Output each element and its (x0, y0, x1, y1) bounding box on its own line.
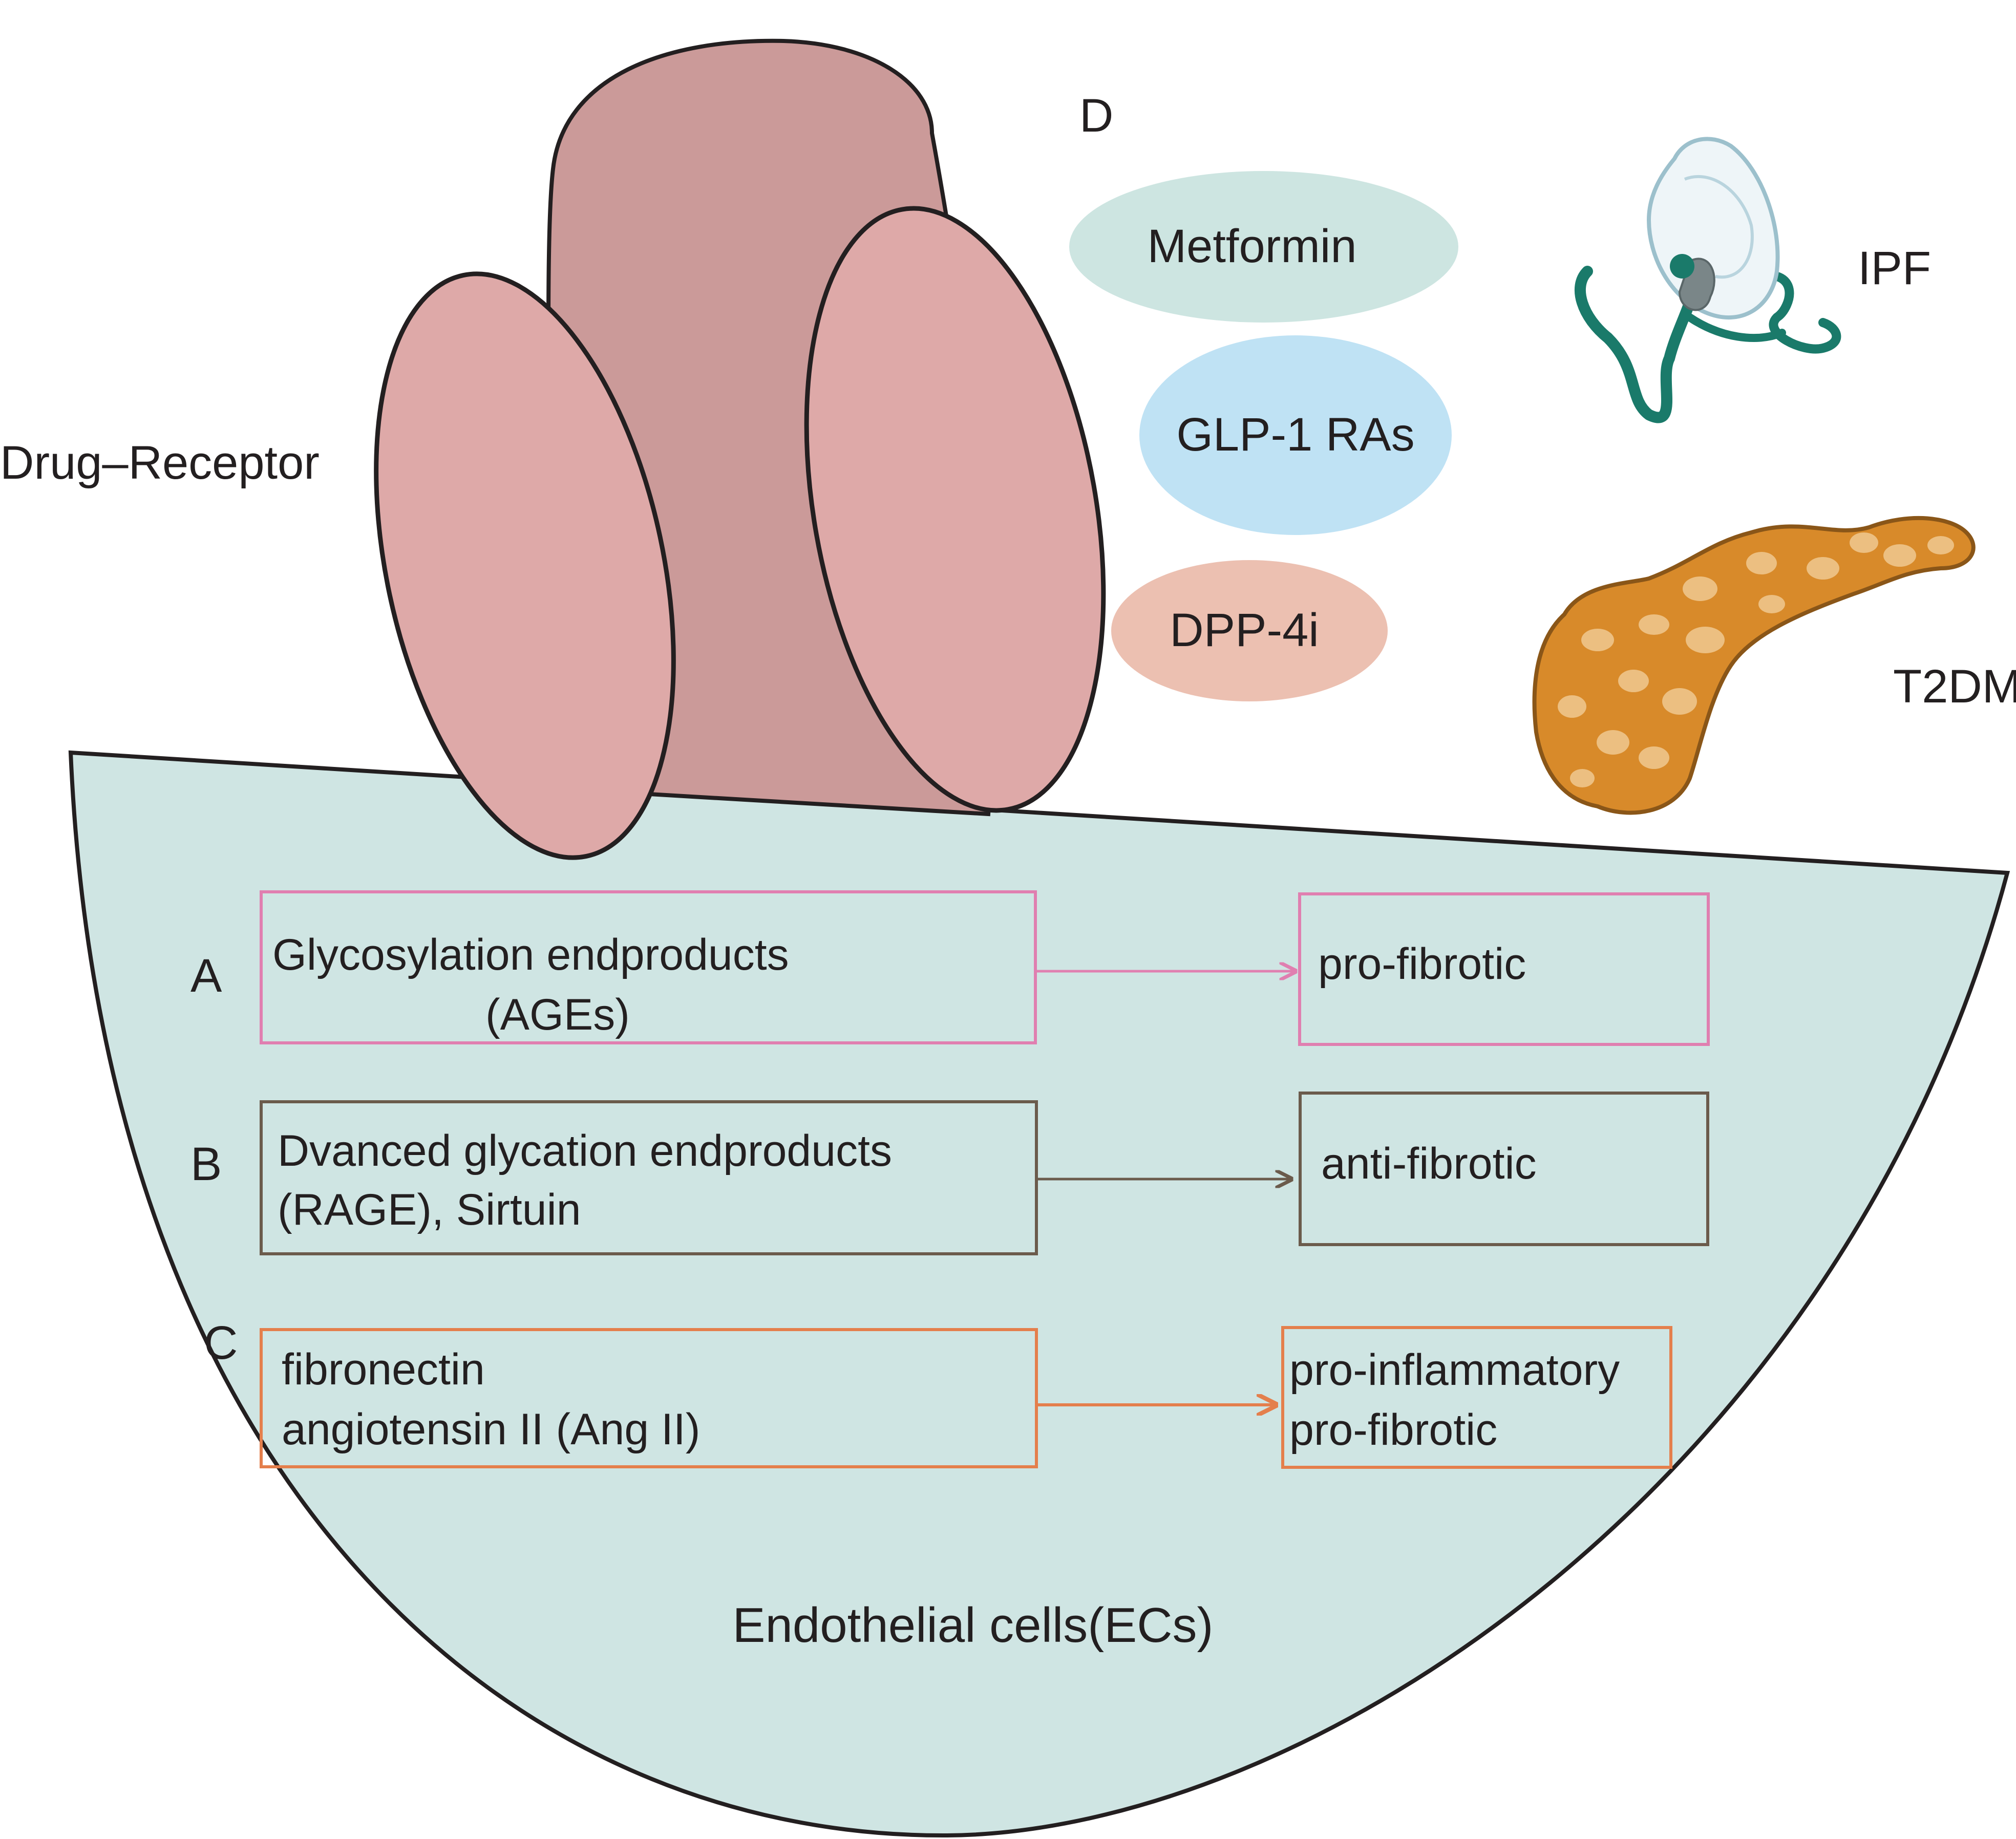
glp1-ellipse (1139, 335, 1452, 535)
endothelial-cells-label: Endothelial cells(ECs) (732, 1598, 1213, 1653)
receptor-left-lobe (374, 271, 676, 860)
row-b-effect-box (1299, 1092, 1709, 1246)
mask-connector (1670, 254, 1694, 279)
row-letter-c: C (204, 1317, 238, 1369)
drug-list: Metformin GLP-1 RAs DPP-4i (1069, 171, 1458, 701)
row-a-source-line-2: (AGEs) (485, 990, 630, 1039)
pancreas-body (1532, 516, 1976, 815)
mask-tube (1575, 266, 1695, 423)
row-b: B Dvanced glycation endproducts (RAGE), … (190, 1092, 1709, 1255)
row-c-effect-line-1: pro-inflammatory (1289, 1345, 1620, 1395)
row-a: A Glycosylation endproducts (AGEs) pro-f… (190, 890, 1710, 1046)
row-a-source-box (260, 890, 1037, 1044)
metformin-ellipse (1069, 171, 1458, 323)
row-c-source-box (260, 1328, 1038, 1468)
dpp4i-label: DPP-4i (1170, 604, 1319, 656)
drug-receptor (374, 38, 1106, 860)
metformin-label: Metformin (1148, 220, 1357, 272)
row-b-source-line-1: Dvanced glycation endproducts (278, 1126, 892, 1175)
row-b-effect-line-1: anti-fibrotic (1321, 1139, 1537, 1188)
pancreas-icon (1532, 516, 1976, 815)
row-b-source-line-2: (RAGE), Sirtuin (278, 1185, 581, 1234)
endothelial-cell (68, 750, 2010, 1838)
row-c-effect-line-2: pro-fibrotic (1289, 1405, 1497, 1455)
receptor-right-lobe (804, 206, 1106, 813)
pancreas-spots (1558, 532, 1954, 787)
mask-inner (1684, 175, 1754, 279)
glp1-label: GLP-1 RAs (1176, 409, 1414, 461)
dpp4i-ellipse (1111, 560, 1388, 701)
panel-d-label: D (1079, 90, 1113, 142)
row-a-source-line-1: Glycosylation endproducts (272, 930, 789, 979)
row-c-source-line-1: fibronectin (282, 1345, 485, 1394)
t2dm-label: T2DM (1893, 660, 2016, 713)
row-c: C fibronectin angiotensin II (Ang II) pr… (204, 1317, 1672, 1469)
row-b-source-box (260, 1100, 1038, 1255)
row-a-effect-line-1: pro-fibrotic (1318, 939, 1526, 989)
row-c-source-line-2: angiotensin II (Ang II) (282, 1405, 700, 1454)
oxygen-mask-icon (1575, 137, 1841, 423)
drug-receptor-label: Drug–Receptor (0, 437, 320, 489)
row-letter-a: A (190, 950, 222, 1002)
row-a-effect-box (1298, 892, 1710, 1046)
mask-strap-bottom (1686, 313, 1786, 342)
row-c-effect-box (1281, 1326, 1672, 1469)
row-letter-b: B (190, 1138, 222, 1190)
ipf-label: IPF (1858, 242, 1931, 294)
